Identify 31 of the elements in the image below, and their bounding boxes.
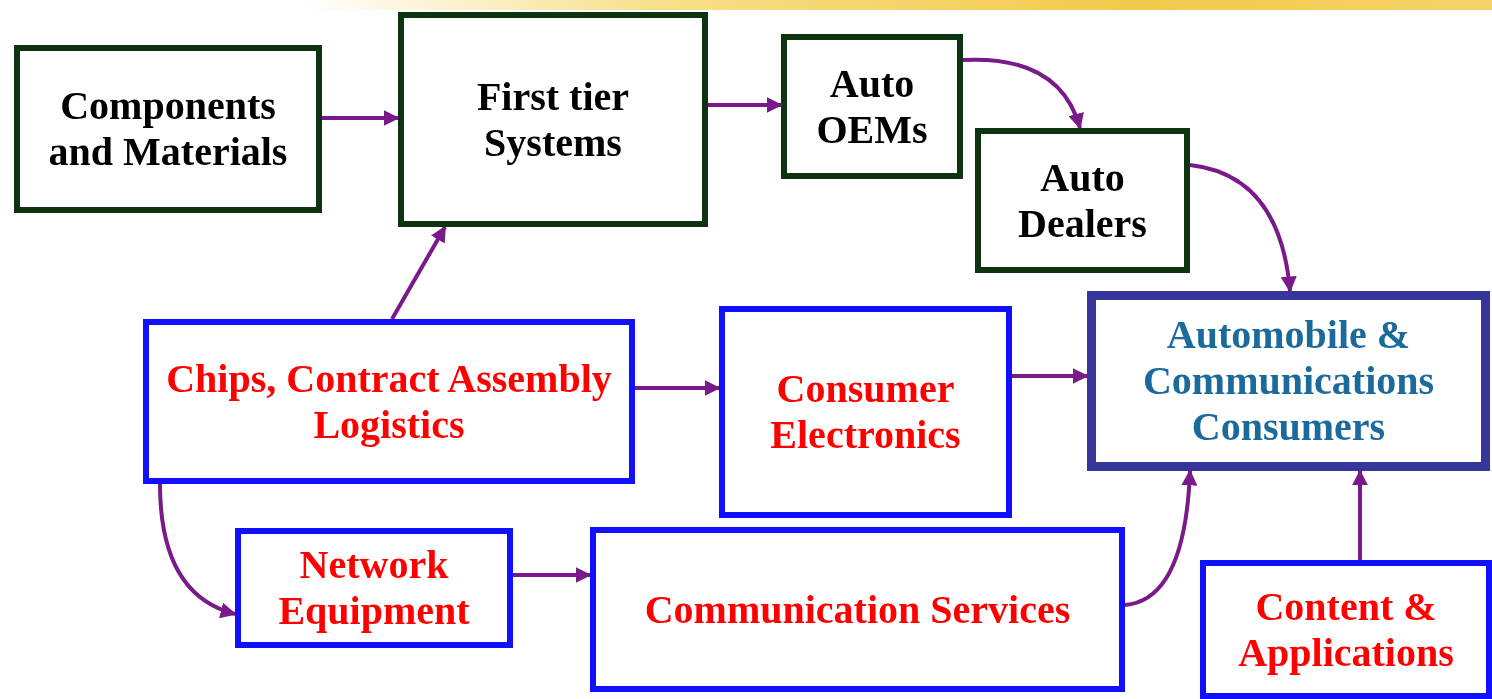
arrow (635, 380, 721, 396)
process-box (143, 319, 635, 484)
arrow (962, 57, 1084, 130)
process-box (1087, 291, 1490, 471)
process-box (1200, 560, 1492, 699)
arrow (158, 483, 237, 618)
box-label: Content & Applications (1237, 583, 1455, 676)
arrow (1352, 469, 1368, 560)
process-box (14, 45, 322, 213)
box-label: Consumer Electronics (769, 366, 962, 458)
process-box (719, 306, 1012, 518)
arrow (1012, 368, 1089, 384)
box-label: Network Equipment (277, 542, 471, 634)
arrow (1124, 469, 1198, 607)
process-box (590, 527, 1125, 692)
box-label: Automobile & Communications Consumers (1141, 312, 1436, 450)
box-label: First tier Systems (475, 73, 631, 166)
process-box (975, 128, 1190, 273)
arrow (322, 110, 400, 126)
process-box (781, 34, 963, 179)
box-label: Components and Materials (47, 83, 289, 175)
box-label: Communication Services (644, 586, 1071, 633)
arrow (708, 97, 783, 113)
box-label: Auto OEMs (815, 60, 929, 153)
box-label: Chips, Contract Assembly Logistics (165, 355, 613, 448)
process-box (398, 12, 708, 227)
box-label: Auto Dealers (1017, 154, 1148, 247)
process-box (235, 528, 513, 648)
arrow (390, 225, 447, 320)
arrow (513, 567, 592, 583)
arrow (1189, 163, 1297, 293)
